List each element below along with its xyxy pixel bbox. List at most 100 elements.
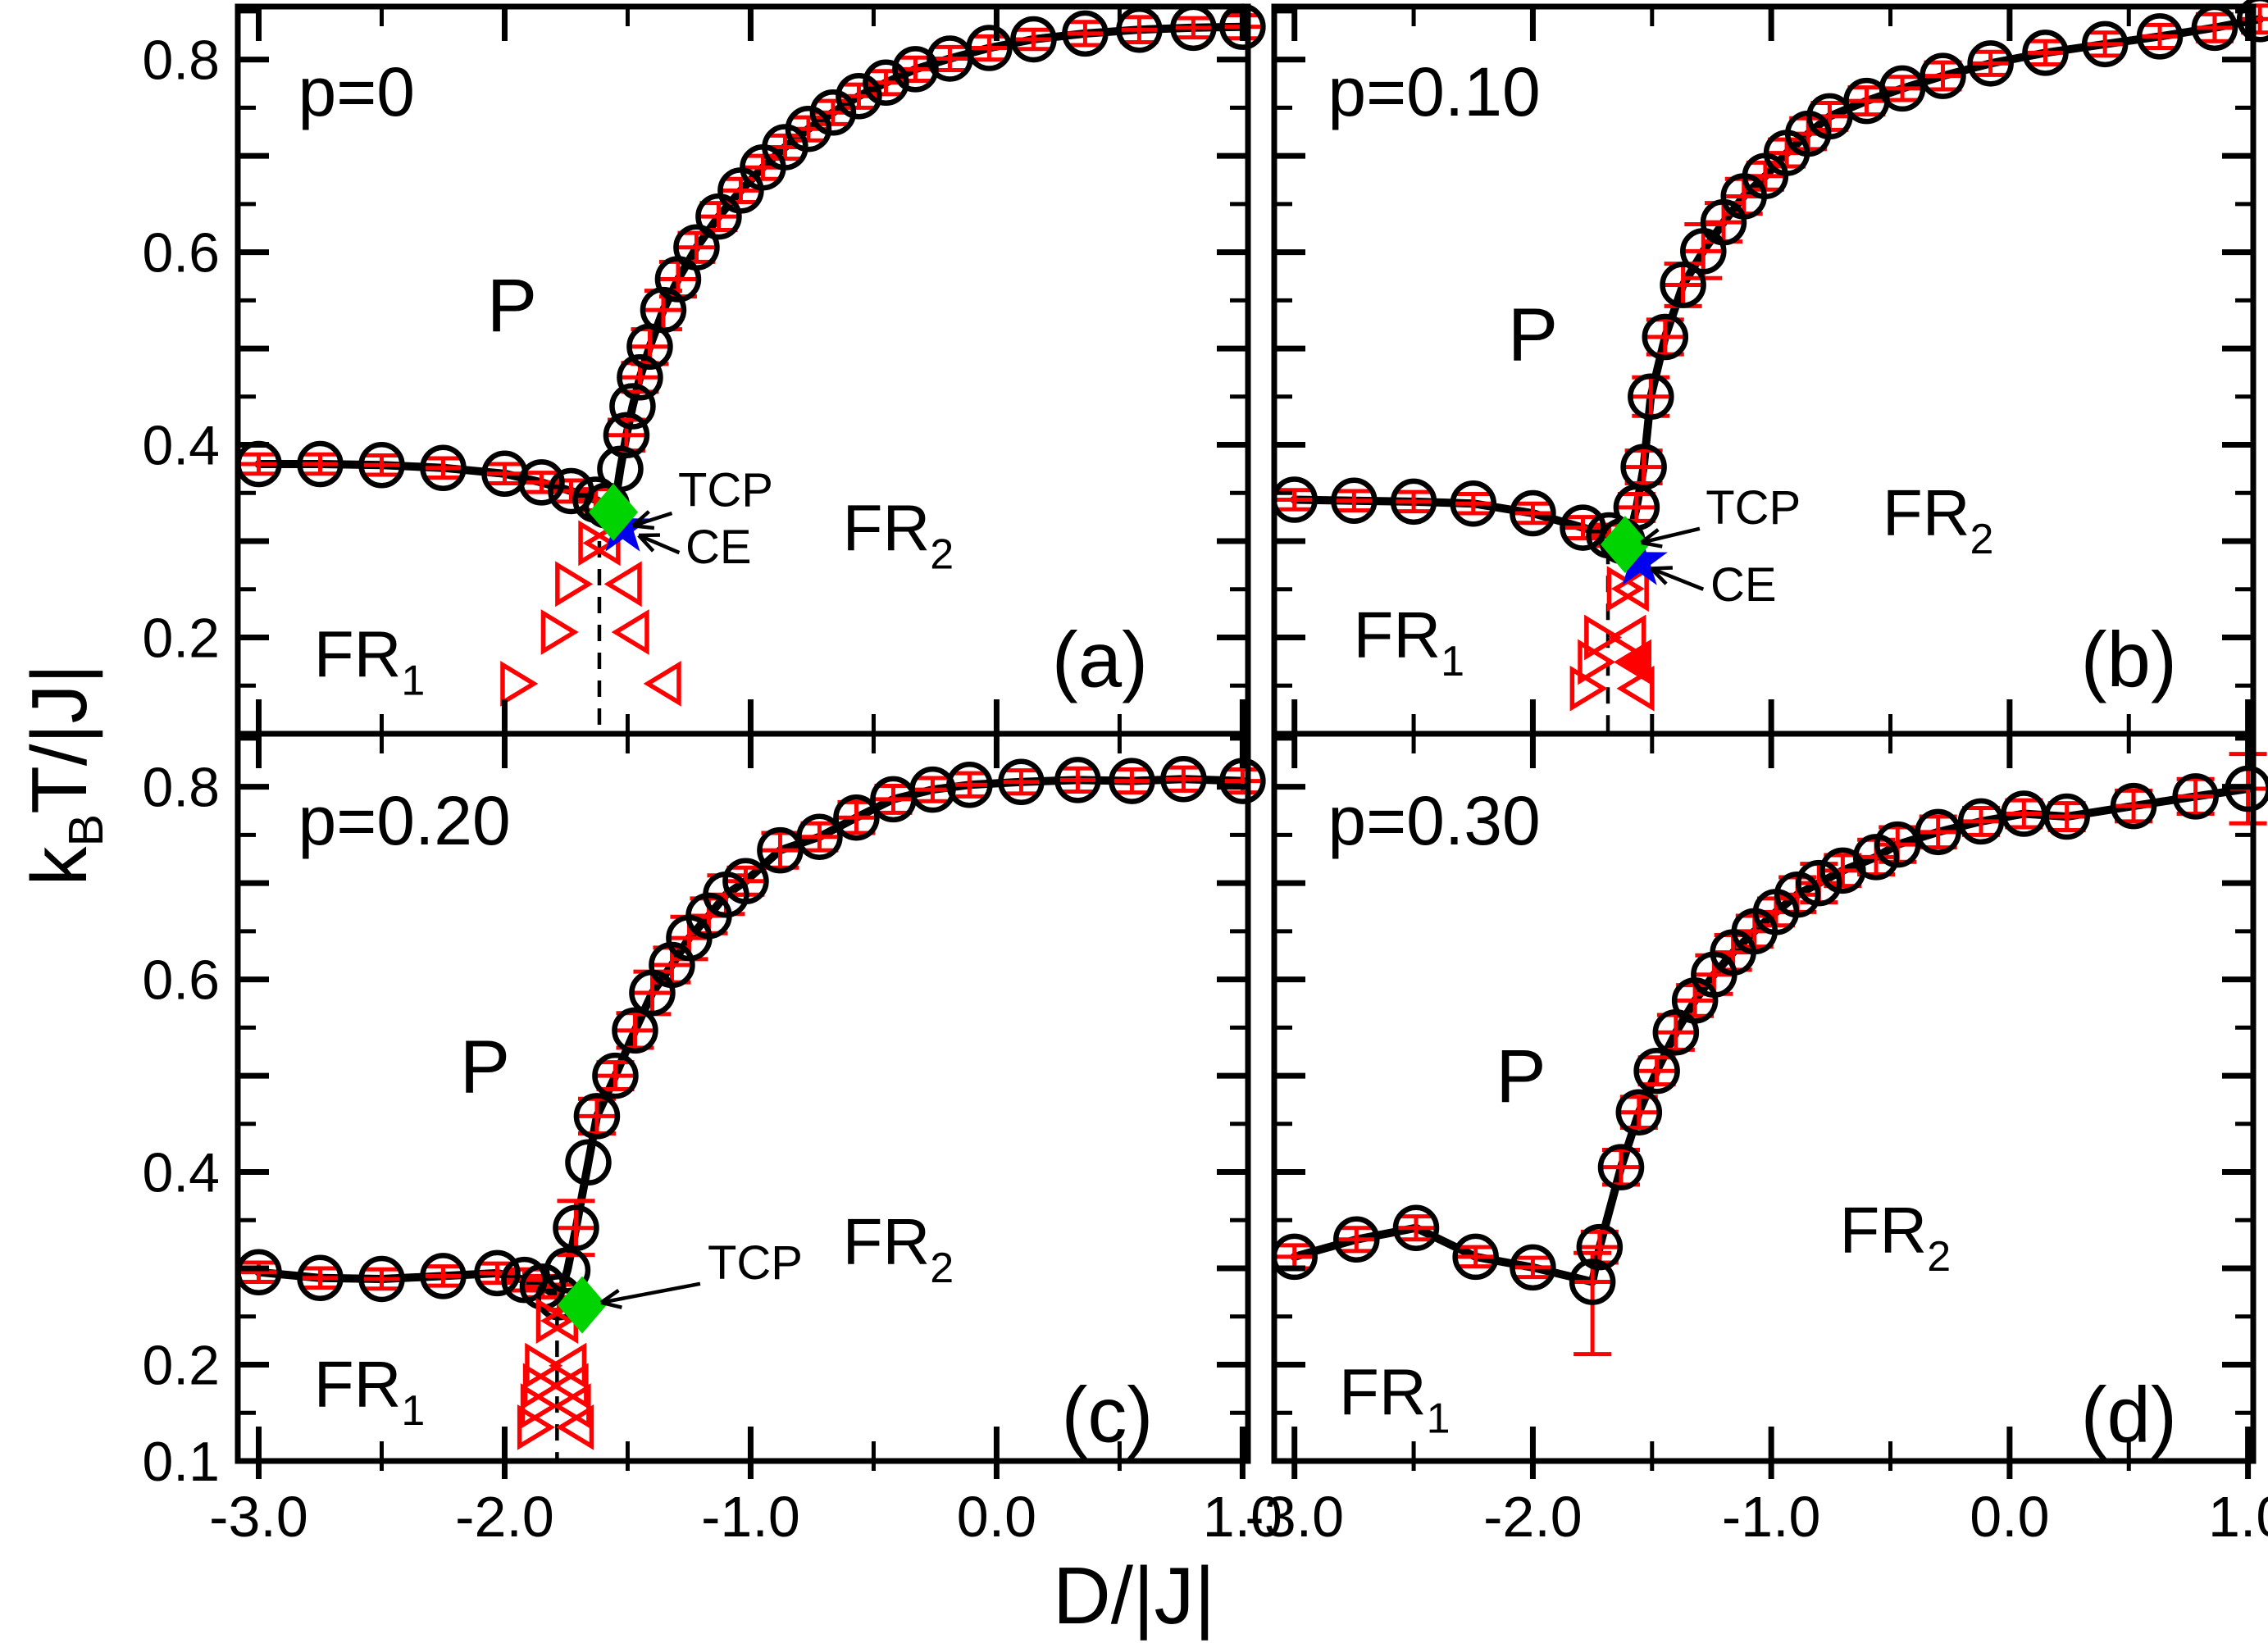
data-point-circle	[1642, 313, 1689, 361]
region-label-p: P	[460, 1025, 510, 1108]
left-triangle-marker	[582, 520, 621, 567]
x-tick-label: -1.0	[1722, 1485, 1821, 1549]
y-tick-label: 0.2	[142, 1335, 220, 1397]
y-axis-label: kBT/|J|	[11, 521, 113, 1029]
data-point-circle	[946, 762, 993, 808]
tcp-diamond-marker	[1600, 516, 1650, 574]
data-point-circle	[836, 73, 882, 120]
region-label-fr1: FR1	[314, 617, 426, 704]
data-point-circle	[998, 758, 1045, 805]
data-point-circle	[2172, 773, 2219, 820]
annotation-arrowhead	[632, 523, 655, 530]
x-tick-label: -2.0	[455, 1485, 554, 1549]
right-triangle-marker	[578, 520, 617, 567]
data-point-circle	[785, 105, 832, 152]
data-point-circle	[1957, 798, 2005, 845]
left-triangle-marker	[1616, 665, 1655, 712]
data-point-circle	[722, 858, 769, 904]
data-point-circle	[673, 224, 720, 271]
data-point-circle	[757, 826, 804, 874]
panel-tag: p=0	[298, 53, 415, 130]
panel-corner-label: (a)	[1052, 616, 1148, 703]
data-point-circle	[1010, 16, 1057, 63]
data-point-circle	[617, 354, 663, 401]
data-point-circle	[1510, 489, 1556, 537]
ce-star-marker	[1611, 531, 1668, 585]
data-point-circle	[1569, 1258, 1616, 1305]
data-point-circle	[553, 1204, 599, 1251]
region-label-fr2: FR2	[1883, 476, 1994, 563]
region-label-fr1: FR1	[1339, 1355, 1451, 1442]
x-tick-label: 1.0	[2208, 1485, 2268, 1549]
data-point-circle	[1660, 262, 1706, 308]
y-tick-label: 0.6	[142, 949, 220, 1012]
data-point-circle	[2136, 13, 2184, 60]
data-point-circle	[609, 383, 656, 430]
data-point-circle	[1390, 478, 1437, 526]
y-tick-label: 0.8	[142, 757, 220, 819]
phase-boundary-curve	[1290, 785, 2252, 1286]
annotation-arrowhead	[1650, 567, 1668, 585]
right-triangle-marker	[535, 1298, 574, 1344]
y-tick-label: 0.1	[142, 1431, 220, 1493]
y-axis-label-post: T/|J|	[16, 663, 103, 814]
left-triangle-marker	[603, 561, 642, 608]
data-point-circle	[1160, 755, 1207, 803]
data-point-circle	[2110, 782, 2157, 830]
region-label-p: P	[1496, 1035, 1546, 1118]
data-point-circle	[1062, 10, 1109, 57]
data-point-circle	[612, 1007, 658, 1054]
annotation-arrowhead	[1640, 528, 1660, 544]
data-point-circle	[863, 59, 909, 107]
data-point-circle	[573, 1093, 621, 1140]
data-point-circle	[420, 1253, 467, 1299]
annotation-arrowhead	[637, 534, 655, 553]
left-triangle-marker	[556, 1404, 594, 1450]
annotation-label-tcp: TCP	[678, 464, 773, 517]
data-point-circle	[420, 444, 467, 491]
x-tick-label: 1.0	[1203, 1485, 1282, 1549]
x-tick-label: -3.0	[209, 1485, 308, 1549]
annotation-arrowhead	[631, 510, 650, 527]
data-point-circle	[1796, 859, 1842, 907]
data-point-circle	[1452, 1233, 1499, 1281]
right-triangle-marker	[1569, 665, 1608, 712]
annotation-label-ce: CE	[685, 521, 752, 574]
annotation-arrow	[600, 1281, 701, 1304]
data-point-circle	[544, 1247, 591, 1294]
data-point-circle	[1331, 477, 1378, 524]
region-label-fr1: FR1	[314, 1348, 426, 1435]
annotation-arrow	[1641, 526, 1701, 544]
data-point-circle	[1967, 40, 2014, 87]
right-triangle-marker	[555, 561, 594, 608]
right-triangle-marker	[522, 1363, 561, 1409]
data-point-circle	[2236, 0, 2268, 43]
annotation-arrowhead	[1641, 540, 1663, 548]
data-point-circle	[809, 89, 857, 136]
data-point-circle	[358, 1255, 405, 1303]
data-point-circle	[1392, 1204, 1440, 1251]
data-point-circle	[892, 46, 939, 93]
region-label-fr2: FR2	[843, 1205, 954, 1292]
panel-tag: p=0.30	[1328, 782, 1540, 859]
data-point-circle	[1915, 808, 1961, 856]
filled-triangle-marker	[1614, 639, 1652, 685]
data-point-circle	[1628, 373, 1674, 421]
data-point-circle	[358, 441, 405, 489]
data-point-circle	[1633, 1047, 1680, 1095]
data-point-circle	[1054, 757, 1101, 803]
data-point-circle	[1615, 1089, 1663, 1136]
region-label-fr2: FR2	[843, 492, 954, 579]
annotation-arrowhead	[1651, 566, 1673, 571]
data-point-circle	[1597, 1144, 1645, 1190]
x-tick-label: -3.0	[1245, 1485, 1344, 1549]
right-triangle-marker	[540, 609, 579, 655]
right-triangle-marker	[1578, 639, 1616, 685]
left-triangle-marker	[611, 609, 649, 655]
y-axis-label-sub: B	[58, 813, 114, 847]
data-point-circle	[597, 445, 644, 493]
annotation-arrowhead	[599, 1289, 620, 1304]
panel-frame	[235, 730, 1251, 1464]
y-axis-label-pre: k	[16, 846, 103, 886]
